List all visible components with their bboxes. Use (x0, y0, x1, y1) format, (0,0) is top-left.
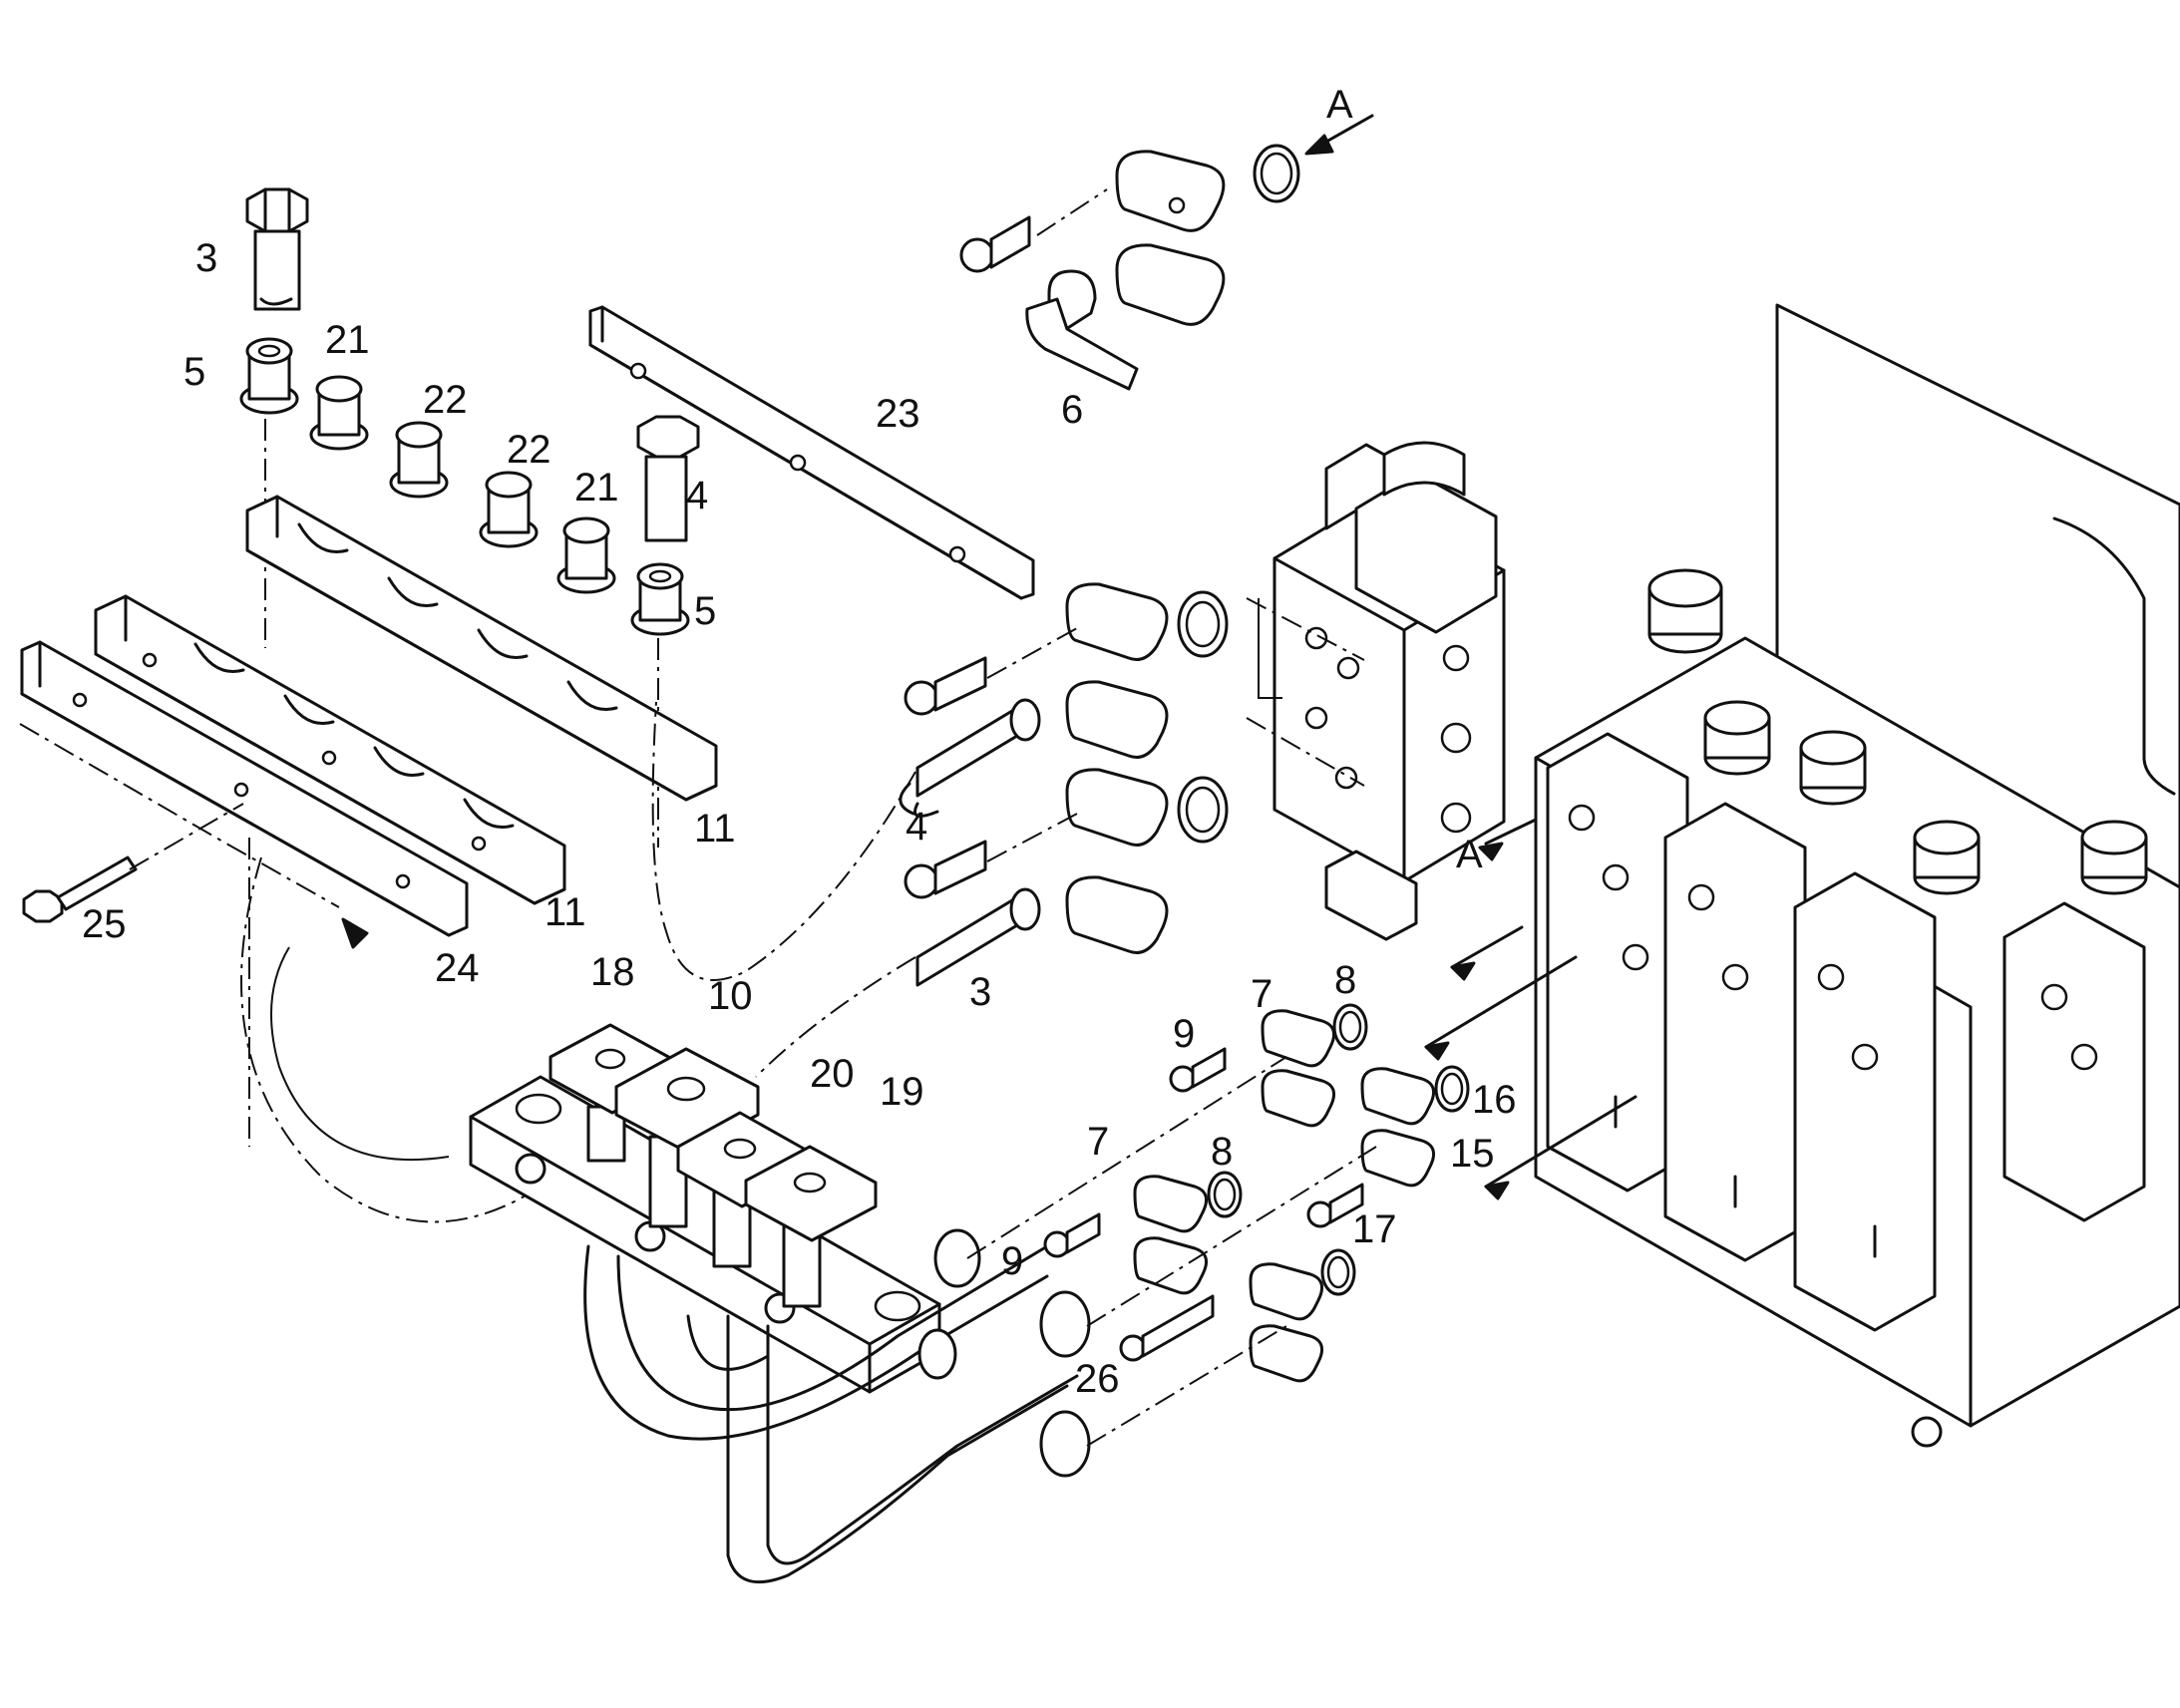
spacer-part-21-left (309, 375, 369, 451)
flange-part-19 (744, 1145, 878, 1308)
bolt-part-3 (245, 187, 309, 311)
main-control-valve (1534, 303, 2180, 1448)
spacer-part-22-left (389, 421, 449, 499)
label-16: 16 (1472, 1078, 1517, 1122)
pipe-assembly (583, 1228, 1091, 1584)
split-flange-top (1115, 150, 1226, 232)
label-3b: 3 (969, 970, 991, 1014)
label-19: 19 (880, 1070, 924, 1114)
label-6: 6 (1061, 388, 1083, 432)
screw-part-9-lower (1043, 1212, 1101, 1258)
label-9b: 9 (1001, 1239, 1023, 1283)
label-20: 20 (810, 1052, 855, 1096)
bushing-part-5-lower (630, 562, 690, 636)
tube-flange-part-3 (915, 887, 1041, 987)
label-Aa: A (1326, 83, 1353, 127)
label-10: 10 (708, 974, 753, 1018)
bolt-part-25 (22, 855, 138, 923)
label-22b: 22 (507, 428, 551, 472)
label-8b: 8 (1211, 1130, 1233, 1174)
clamp-block-part-11-upper (245, 495, 718, 802)
label-7b: 7 (1087, 1120, 1109, 1164)
label-4b: 4 (906, 805, 927, 849)
label-17: 17 (1352, 1207, 1397, 1251)
label-5a: 5 (183, 350, 205, 394)
split-flange-mid-1 (1065, 582, 1169, 759)
label-18: 18 (590, 950, 635, 994)
screw-part-17 (1306, 1183, 1364, 1228)
screw-part-26 (1119, 1294, 1215, 1362)
label-26: 26 (1075, 1357, 1120, 1401)
bar-part-23 (588, 305, 1035, 600)
flange-half-lower-pair (1249, 1262, 1324, 1383)
label-15: 15 (1450, 1132, 1495, 1176)
label-Ab: A (1456, 833, 1483, 876)
screw-mid-2 (904, 840, 987, 899)
plate-part-24 (20, 640, 469, 937)
label-21a: 21 (325, 318, 370, 362)
elbow-part-6 (1025, 269, 1139, 391)
clamp-block-part-11-lower (94, 594, 566, 905)
screw-mid-1 (904, 656, 987, 716)
tube-flange-part-4 (899, 698, 1041, 818)
split-flange-top-lower (1115, 243, 1226, 326)
label-11b: 11 (545, 890, 586, 934)
part-labels: 3 5 21 22 22 21 4 5 23 6 A 11 11 25 24 4… (82, 83, 1517, 1401)
screw-top (959, 215, 1031, 273)
label-23: 23 (876, 392, 920, 436)
valve-block-center (1272, 441, 1506, 941)
screw-part-9-upper (1169, 1047, 1227, 1093)
label-5b: 5 (694, 589, 716, 633)
bolt-part-4 (636, 415, 700, 542)
spacer-part-21-right (556, 516, 616, 594)
label-25: 25 (82, 902, 127, 946)
label-22a: 22 (423, 378, 468, 422)
spacer-part-22-right (479, 471, 539, 548)
flange-half-part-7-lower (1133, 1175, 1209, 1295)
flange-half-part-7-upper (1261, 1009, 1336, 1128)
label-3a: 3 (195, 236, 217, 280)
label-9a: 9 (1173, 1012, 1195, 1056)
label-21b: 21 (574, 466, 619, 510)
label-11a: 11 (694, 807, 736, 851)
bushing-part-5-upper (239, 337, 299, 415)
split-flange-mid-2 (1065, 768, 1169, 954)
flange-part-20 (676, 1111, 806, 1268)
label-8a: 8 (1334, 958, 1356, 1002)
label-7a: 7 (1251, 972, 1272, 1016)
flange-half-part-15 (1360, 1067, 1436, 1188)
label-24: 24 (435, 946, 480, 990)
label-4a: 4 (686, 474, 708, 517)
